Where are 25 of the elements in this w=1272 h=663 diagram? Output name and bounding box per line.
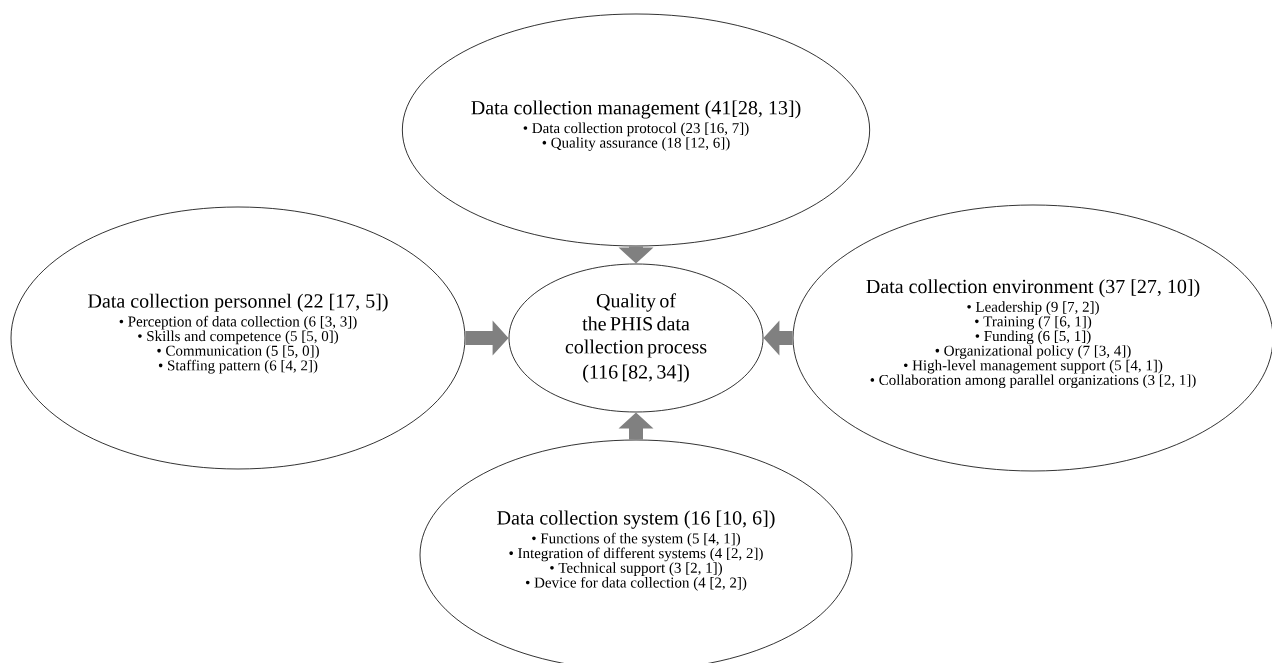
list-item: • Device for data collection (4 [2, 2]) (525, 576, 747, 591)
theme-ellipse (10, 206, 466, 470)
heading: Data collection system (16 [10, 6]) (497, 510, 775, 529)
outcome-label: (116 [82, 34]) (583, 364, 689, 383)
theme-ellipse (401, 13, 871, 247)
list-item: • Organizational policy (7 [3, 4]) (935, 345, 1131, 359)
list-item: • Quality assurance (18 [12, 6]) (542, 137, 730, 151)
heading: Data collection environment (37 [27, 10]) (866, 279, 1200, 298)
list-item: • Data collection protocol (23 [16, 7]) (523, 122, 749, 137)
list-item: • Perception of data collection (6 [3, 3]) (119, 315, 357, 330)
list-item: • Leadership (9 [7, 2]) (967, 301, 1099, 315)
list-item: • Integration of different systems (4 [2, 2]) (509, 547, 763, 562)
list-item: • Skills and competence (5 [5, 0]) (138, 330, 339, 345)
heading: Data collection personnel (22 [17, 5]) (88, 293, 388, 312)
list-item: • Collaboration among parallel organizations (3 [2, 1]) (870, 374, 1196, 389)
list-item: • Staffing pattern (6 [4, 2]) (158, 359, 318, 374)
heading: Data collection management (41[28, 13]) (471, 100, 801, 119)
list-item: • Technical support (3 [2, 1]) (550, 562, 722, 576)
outcome-label: Quality of the PHIS data collection process (565, 293, 707, 358)
list-item: • Training (7 [6, 1]) (975, 315, 1092, 330)
outcome-ellipse (508, 263, 764, 413)
list-item: • Functions of the system (5 [4, 1]) (532, 532, 741, 547)
list-item: • Communication (5 [5, 0]) (157, 345, 319, 359)
list-item: • Funding (6 [5, 1]) (975, 330, 1091, 345)
list-item: • High-level management support (5 [4, 1]) (903, 359, 1163, 374)
